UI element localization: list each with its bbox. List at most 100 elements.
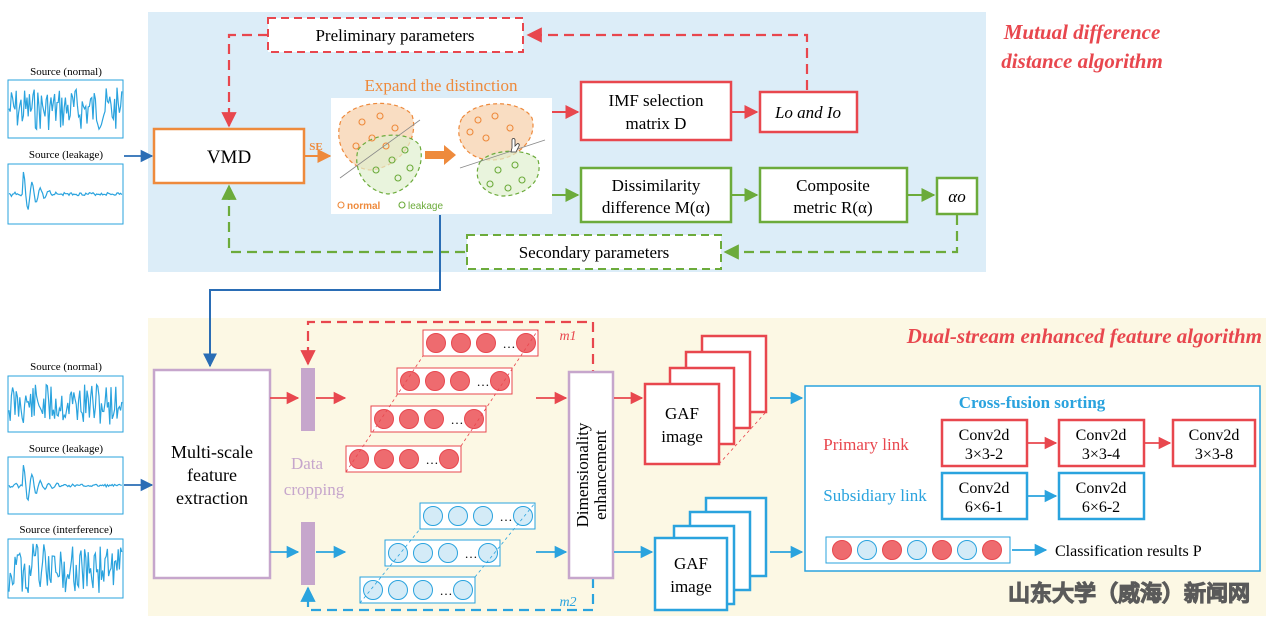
m1-feedback-line bbox=[300, 320, 595, 380]
legend-normal-marker bbox=[337, 201, 345, 209]
red-feature-circle bbox=[490, 371, 510, 391]
top-source-leakage-signal bbox=[8, 171, 123, 210]
imf-label-line1: IMF selection bbox=[609, 91, 704, 110]
red-feature-circle bbox=[451, 333, 471, 353]
bottom-source-normal-label: Source (normal) bbox=[30, 361, 102, 373]
blue-feature-circle bbox=[388, 543, 408, 563]
red-feature-circle bbox=[349, 449, 369, 469]
classification-dot bbox=[882, 540, 902, 560]
leakage-cluster-left bbox=[356, 134, 422, 195]
preliminary-parameters-label: Preliminary parameters bbox=[315, 26, 474, 45]
m1-label: m1 bbox=[559, 329, 576, 344]
imf-label-line2: matrix D bbox=[626, 114, 687, 133]
red-guide bbox=[460, 329, 539, 447]
conv-primary-3-line2: 3×3-8 bbox=[1195, 446, 1233, 463]
blue-feature-circle bbox=[448, 506, 468, 526]
classification-dots bbox=[832, 540, 1002, 560]
preliminary-loop-line bbox=[526, 27, 809, 90]
separation-line-left bbox=[339, 119, 421, 179]
conv-subsidiary-2-box bbox=[1057, 471, 1146, 521]
dissimilarity-label-line1: Dissimilarity bbox=[612, 176, 701, 195]
blue-gaf-label-line1: GAF bbox=[674, 554, 708, 573]
bottom-source-normal-signal bbox=[8, 382, 123, 425]
classification-dot bbox=[932, 540, 952, 560]
classification-results-label: Classification results P bbox=[1055, 543, 1202, 560]
top-source-normal-label: Source (normal) bbox=[30, 66, 102, 78]
crop-bar-bottom bbox=[301, 522, 315, 585]
red-feature-circle bbox=[400, 371, 420, 391]
classification-dot bbox=[982, 540, 1002, 560]
separation-line-right bbox=[459, 139, 546, 169]
dimensionality-enhancement-box bbox=[567, 370, 615, 580]
bottom-source-interference-label: Source (interference) bbox=[19, 524, 112, 536]
red-feature-circle bbox=[516, 333, 536, 353]
top-title-line1: Mutual difference bbox=[1003, 20, 1161, 44]
conv-primary-3-box bbox=[1171, 418, 1257, 468]
classification-dot bbox=[957, 540, 977, 560]
top-source-leakage-label: Source (leakage) bbox=[29, 149, 104, 161]
red-feature-circle bbox=[374, 449, 394, 469]
blue-feature-circle bbox=[413, 543, 433, 563]
top-source-normal-signal bbox=[8, 87, 123, 131]
conv-subsidiary-1-box bbox=[940, 471, 1029, 521]
red-feature-circle bbox=[374, 409, 394, 429]
expand-arrow bbox=[425, 145, 456, 165]
expand-distinction-label: Expand the distinction bbox=[365, 76, 518, 95]
dissimilarity-box bbox=[579, 166, 733, 224]
conv-subsidiary-1-line1: Conv2d bbox=[959, 480, 1010, 497]
composite-metric-box bbox=[758, 166, 909, 224]
primary-link-label: Primary link bbox=[823, 435, 909, 454]
bottom-source-leakage-signal bbox=[8, 464, 122, 502]
dim-label-line1: Dimensionality bbox=[573, 422, 592, 527]
blue-feature-rows: ……… bbox=[359, 502, 536, 604]
red-ellipsis: … bbox=[426, 452, 439, 467]
preliminary-to-vmd-line bbox=[221, 33, 268, 128]
classification-dot bbox=[857, 540, 877, 560]
conv-subsidiary-2-line1: Conv2d bbox=[1076, 480, 1127, 497]
blue-guide bbox=[359, 528, 421, 604]
blue-feature-circle bbox=[473, 506, 493, 526]
hand-pointer-icon bbox=[510, 138, 520, 153]
composite-label-line1: Composite bbox=[796, 176, 870, 195]
cluster-points bbox=[352, 112, 526, 192]
red-feature-circle bbox=[399, 409, 419, 429]
bottom-source-normal-plot bbox=[7, 375, 124, 433]
composite-label-line2: metric R(α) bbox=[793, 198, 872, 217]
conv-subsidiary-1-line2: 6×6-1 bbox=[965, 499, 1003, 516]
vmd-label: VMD bbox=[207, 147, 251, 168]
secondary-parameters-box bbox=[466, 234, 722, 270]
blue-feature-circle bbox=[413, 580, 433, 600]
mse-label-line3: extraction bbox=[176, 488, 248, 508]
bottom-title: Dual-stream enhanced feature algorithm bbox=[906, 324, 1262, 348]
secondary-to-vmd-line bbox=[221, 184, 465, 254]
multi-scale-extraction-box bbox=[152, 368, 272, 580]
conv-primary-1-box bbox=[940, 418, 1029, 468]
data-cropping-line1: Data bbox=[291, 454, 324, 473]
mse-label-line1: Multi-scale bbox=[171, 442, 253, 462]
red-ellipsis: … bbox=[503, 336, 516, 351]
m2-feedback-line bbox=[300, 578, 595, 612]
conv-primary-2-line1: Conv2d bbox=[1076, 427, 1127, 444]
blue-feature-circle bbox=[438, 543, 458, 563]
red-feature-circle bbox=[425, 371, 445, 391]
red-feature-circle bbox=[476, 333, 496, 353]
red-feature-circle bbox=[424, 409, 444, 429]
classification-dot bbox=[907, 540, 927, 560]
legend-leakage-label: leakage bbox=[408, 201, 443, 212]
conv-primary-2-line2: 3×3-4 bbox=[1082, 446, 1120, 463]
red-guide bbox=[345, 355, 424, 473]
blue-feature-circle bbox=[478, 543, 498, 563]
alpha-label: αo bbox=[948, 187, 965, 206]
bottom-source-leakage-label: Source (leakage) bbox=[29, 443, 104, 455]
conv-subsidiary-2-line2: 6×6-2 bbox=[1082, 499, 1120, 516]
conv-primary-1-line2: 3×3-2 bbox=[965, 446, 1003, 463]
preliminary-parameters-box bbox=[267, 17, 524, 53]
red-gaf-label-line2: image bbox=[661, 427, 703, 446]
blue-feature-circle bbox=[513, 506, 533, 526]
red-ellipsis: … bbox=[477, 374, 490, 389]
top-title-line2: distance algorithm bbox=[1001, 49, 1163, 73]
crop-bar-top bbox=[301, 368, 315, 431]
blue-ellipsis: … bbox=[440, 583, 453, 598]
red-gaf-label-line1: GAF bbox=[665, 404, 699, 423]
